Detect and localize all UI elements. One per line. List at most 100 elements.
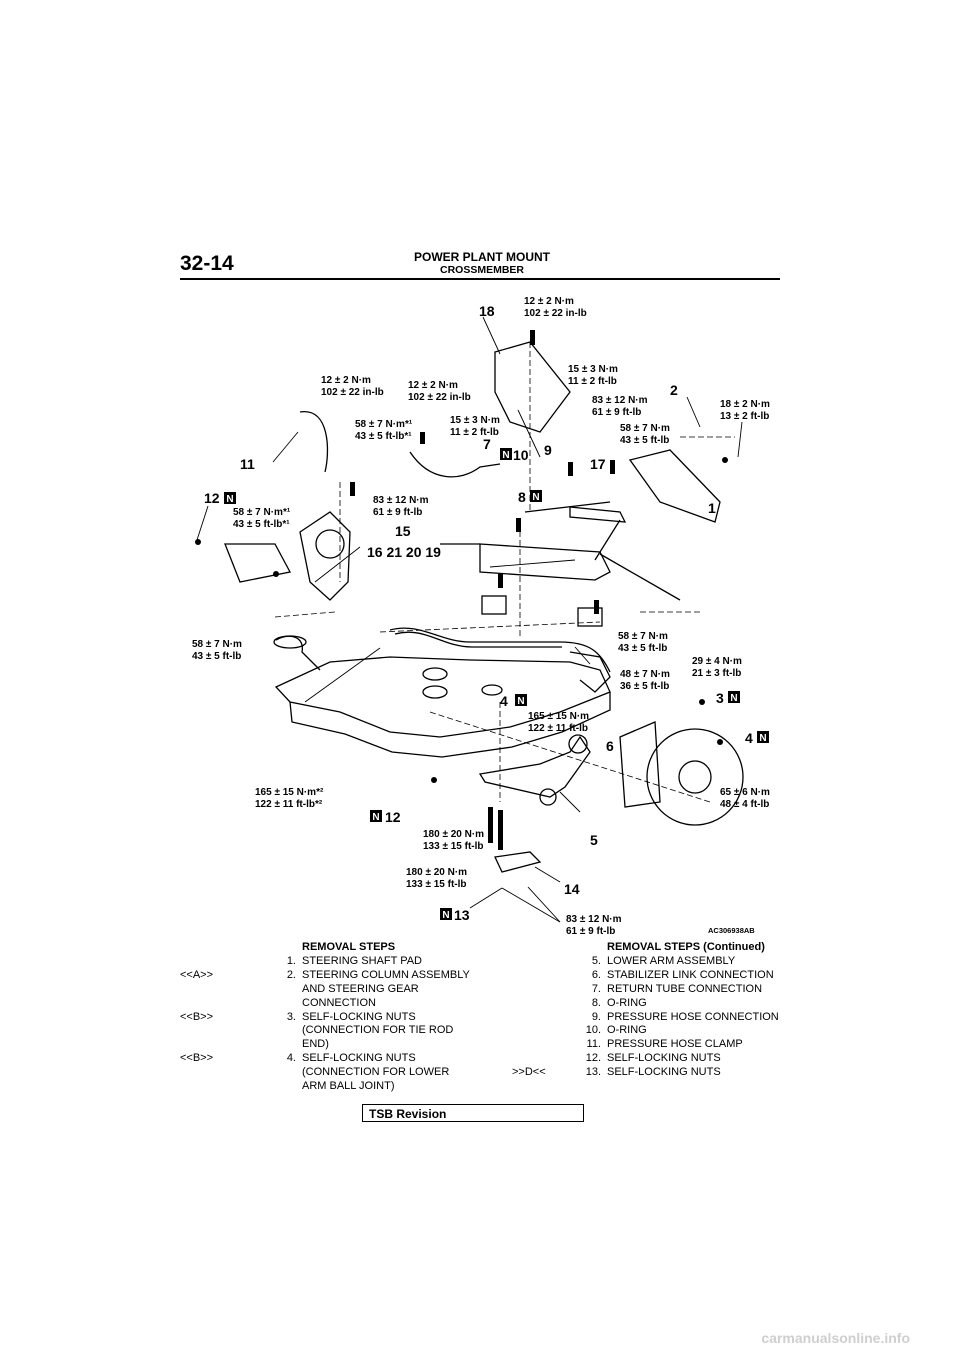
removal-step-row: 8.O-RING — [512, 997, 802, 1011]
step-code — [512, 955, 580, 969]
step-number: 10. — [585, 1024, 601, 1037]
torque-hose-top-inlb: 102 ± 22 in-lb — [408, 392, 471, 403]
figure-id: AC306938AB — [708, 926, 755, 935]
callout-16-21-20-19: 16 21 20 19 — [367, 544, 441, 560]
torque-48-ftlb: 36 ± 5 ft-lb — [620, 681, 669, 692]
step-code — [180, 997, 275, 1011]
removal-step-row: <<B>>3.SELF-LOCKING NUTS — [180, 1011, 470, 1025]
torque-labels: 12 ± 2 N·m 102 ± 22 in-lb 12 ± 2 N·m 102… — [192, 296, 770, 937]
torque-15-mid-nm: 15 ± 3 N·m — [450, 415, 500, 426]
section-subtitle: CROSSMEMBER — [439, 264, 524, 276]
diagram-fasteners — [195, 330, 728, 850]
torque-180-a-ftlb: 133 ± 15 ft-lb — [423, 841, 484, 852]
torque-83-bottom-ftlb: 61 ± 9 ft-lb — [566, 926, 615, 937]
step-code — [512, 983, 580, 997]
step-code — [180, 1066, 275, 1080]
section-title-main: POWER PLANT MOUNT — [414, 250, 550, 264]
step-code: >>D<< — [512, 1066, 546, 1079]
step-code — [180, 955, 275, 969]
torque-58-left-nm: 58 ± 7 N·m — [192, 639, 242, 650]
step-code — [512, 1024, 580, 1038]
page-number: 32-14 — [180, 252, 234, 275]
step-text: STEERING COLUMN ASSEMBLY — [302, 968, 470, 981]
step-number: 5. — [591, 954, 601, 967]
torque-180-a-nm: 180 ± 20 N·m — [423, 829, 484, 840]
torque-2-ftlb: 13 ± 2 ft-lb — [720, 411, 769, 422]
diagram-guide-lines — [274, 342, 735, 803]
torque-2-nm: 18 ± 2 N·m — [720, 399, 770, 410]
torque-15-right-ftlb: 11 ± 2 ft-lb — [568, 376, 617, 387]
torque-83-bottom-nm: 83 ± 12 N·m — [566, 914, 622, 925]
torque-180-b-nm: 180 ± 20 N·m — [406, 867, 467, 878]
step-number: 13. — [585, 1066, 601, 1079]
torque-29-nm: 29 ± 4 N·m — [692, 656, 742, 667]
step-text: SELF-LOCKING NUTS — [302, 1052, 416, 1065]
step-code — [512, 1011, 580, 1025]
step-number: 4. — [286, 1052, 296, 1065]
step-code — [512, 1052, 580, 1066]
step-number — [275, 1080, 302, 1094]
step-code — [180, 1080, 275, 1094]
removal-step-row: CONNECTION — [180, 997, 470, 1011]
step-text: SELF-LOCKING NUTS — [302, 1010, 416, 1023]
removal-step-row: 9.PRESSURE HOSE CONNECTION — [512, 1011, 802, 1025]
removal-step-row: <<A>>2.STEERING COLUMN ASSEMBLY — [180, 969, 470, 983]
step-number: 2. — [286, 968, 296, 981]
callout-7: 7 — [483, 436, 491, 452]
step-number — [275, 1038, 302, 1052]
torque-11-top-inlb: 102 ± 22 in-lb — [321, 387, 384, 398]
removal-steps-list: 1.STEERING SHAFT PAD<<A>>2.STEERING COLU… — [180, 955, 470, 1094]
n-marker-12-top: N — [226, 494, 233, 505]
step-number — [275, 997, 302, 1011]
step-code: <<B>> — [180, 1010, 214, 1023]
torque-58-star-mid-ftlb: 43 ± 5 ft-lb*¹ — [355, 431, 412, 442]
step-text: ARM BALL JOINT) — [302, 1080, 395, 1093]
removal-steps-continued-title: REMOVAL STEPS (Continued) — [607, 941, 765, 953]
torque-83-top-nm: 83 ± 12 N·m — [592, 395, 648, 406]
removal-step-row: END) — [180, 1038, 470, 1052]
removal-step-row: (CONNECTION FOR LOWER — [180, 1066, 470, 1080]
step-text: STABILIZER LINK CONNECTION — [607, 968, 774, 981]
step-text: CONNECTION — [302, 996, 376, 1009]
callout-11: 11 — [240, 456, 255, 472]
callout-15: 15 — [395, 523, 411, 539]
new-part-markers: N N N N N N N N — [224, 448, 769, 921]
n-marker-4-right: N — [759, 733, 766, 744]
removal-step-row: 11.PRESSURE HOSE CLAMP — [512, 1038, 802, 1052]
callout-2: 2 — [670, 382, 678, 398]
step-number — [275, 1066, 302, 1080]
torque-58-17-nm: 58 ± 7 N·m — [620, 423, 670, 434]
callout-4-right: 4 — [745, 730, 753, 746]
step-number: 6. — [591, 968, 601, 981]
step-text: AND STEERING GEAR — [302, 982, 419, 995]
step-text: O-RING — [607, 1024, 647, 1037]
removal-steps-title: REMOVAL STEPS — [302, 941, 396, 953]
step-number: 8. — [591, 996, 601, 1009]
removal-step-row: 10. O-RING — [512, 1024, 802, 1038]
callout-12-top: 12 — [204, 490, 220, 506]
torque-11-top-nm: 12 ± 2 N·m — [321, 375, 371, 386]
removal-step-row: (CONNECTION FOR TIE ROD — [180, 1024, 470, 1038]
step-number: 1. — [286, 954, 296, 967]
step-code — [512, 1038, 580, 1052]
removal-step-row: 1. STEERING SHAFT PAD — [180, 955, 470, 969]
torque-165-mid-nm: 165 ± 15 N·m — [528, 711, 589, 722]
removal-steps: REMOVAL STEPS 1.STEERING SHAFT PAD<<A>>2… — [180, 941, 470, 1094]
callout-10: 10 — [513, 447, 529, 463]
step-code — [180, 1024, 275, 1038]
torque-48-nm: 48 ± 7 N·m — [620, 669, 670, 680]
n-marker-13: N — [442, 910, 449, 921]
step-text: (CONNECTION FOR LOWER — [302, 1066, 450, 1079]
step-number: 9. — [591, 1010, 601, 1023]
step-code: <<B>> — [180, 1052, 214, 1065]
torque-65-ftlb: 48 ± 4 ft-lb — [720, 799, 769, 810]
removal-step-row: 7.RETURN TUBE CONNECTION — [512, 983, 802, 997]
step-code — [180, 983, 275, 997]
removal-step-row: <<B>> 4. SELF-LOCKING NUTS — [180, 1052, 470, 1066]
callout-17: 17 — [590, 456, 606, 472]
removal-step-row: 5.LOWER ARM ASSEMBLY — [512, 955, 802, 969]
torque-58-star-left-nm: 58 ± 7 N·m*¹ — [233, 507, 291, 518]
step-text: STEERING SHAFT PAD — [302, 954, 423, 967]
step-code — [512, 969, 580, 983]
step-text: (CONNECTION FOR TIE ROD — [302, 1024, 454, 1037]
